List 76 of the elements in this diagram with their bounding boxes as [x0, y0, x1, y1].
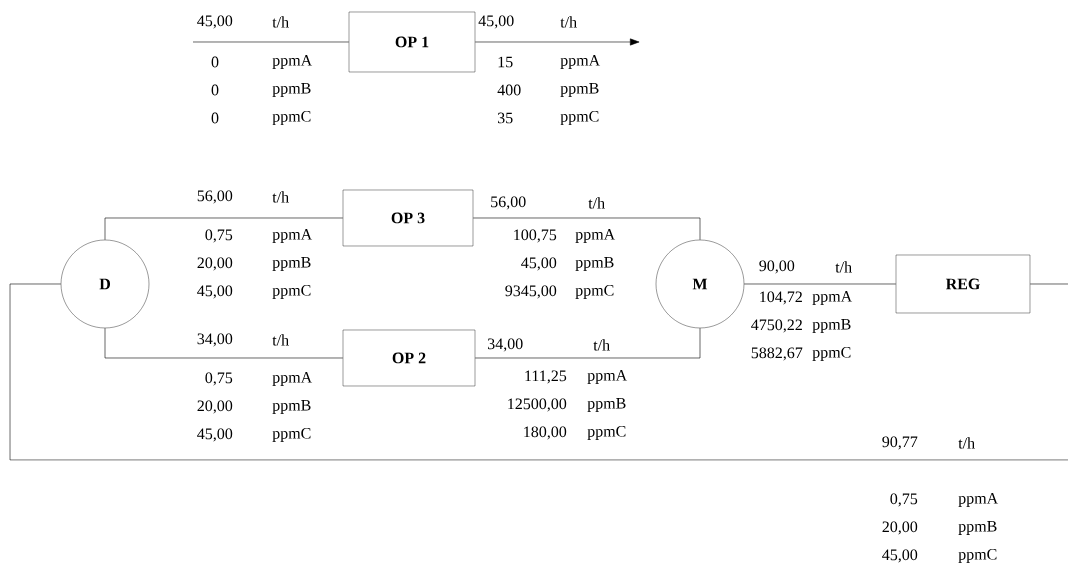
- stream-value: 20,00: [197, 257, 233, 271]
- stream-value: 0,75: [890, 493, 918, 507]
- stream-value: 180,00: [524, 426, 567, 440]
- stream-value: 34,00: [488, 338, 523, 352]
- stream-value: 90,00: [759, 260, 795, 274]
- stream-value: ppmC: [812, 347, 851, 361]
- stream-value: 90,77: [882, 436, 918, 450]
- stream-value: 0,75: [205, 229, 233, 243]
- stream-value: ppmC: [560, 111, 599, 125]
- stream-value: 45,00: [197, 285, 233, 299]
- stream-value: 35: [498, 112, 513, 124]
- stream-value: ppmA: [272, 372, 313, 386]
- stream-value: ppmB: [272, 257, 311, 271]
- pipe-line: [743, 283, 897, 285]
- pipe-line: [104, 217, 344, 241]
- stream-value: t/h: [835, 261, 852, 273]
- stream-value: 15: [498, 56, 513, 68]
- stream-value: t/h: [272, 191, 289, 203]
- stream-value: ppmB: [575, 257, 614, 271]
- pipe-line: [9, 283, 1068, 461]
- stream-value: 20,00: [197, 400, 233, 414]
- stream-value: 400: [497, 84, 521, 96]
- stream-value: t/h: [588, 197, 605, 209]
- process-box: OP 1: [348, 11, 476, 73]
- stream-value: ppmC: [958, 549, 997, 563]
- stream-value: 111,25: [525, 370, 567, 384]
- pipe-line: [474, 38, 640, 46]
- stream-value: ppmA: [575, 229, 616, 243]
- stream-value: ppmA: [958, 493, 999, 507]
- stream-value: ppmA: [560, 55, 601, 69]
- stream-value: 0: [211, 112, 219, 124]
- stream-value: 9345,00: [505, 285, 557, 299]
- process-box: OP 2: [342, 329, 476, 387]
- stream-value: 45,00: [882, 549, 918, 563]
- pipe-line: [104, 327, 344, 359]
- stream-value: ppmA: [812, 291, 853, 305]
- stream-value: 45,00: [197, 15, 233, 29]
- process-box: REG: [895, 254, 1031, 314]
- stream-value: 45,00: [478, 15, 514, 29]
- stream-value: 104,72: [760, 291, 802, 305]
- stream-value: t/h: [958, 437, 975, 449]
- stream-value: ppmB: [587, 398, 626, 412]
- stream-value: 4750,22: [751, 319, 802, 333]
- stream-value: 34,00: [197, 333, 233, 347]
- stream-value: 100,75: [514, 229, 557, 243]
- stream-value: ppmA: [272, 229, 313, 243]
- stream-value: t/h: [560, 16, 577, 28]
- stream-value: ppmC: [575, 285, 614, 299]
- stream-value: ppmB: [272, 400, 311, 414]
- stream-value: ppmB: [958, 521, 997, 535]
- stream-value: 0: [211, 56, 219, 68]
- stream-value: ppmA: [587, 370, 628, 384]
- stream-value: 20,00: [882, 521, 918, 535]
- stream-value: 45,00: [197, 428, 233, 442]
- stream-value: 5882,67: [751, 347, 803, 361]
- stream-value: t/h: [272, 334, 289, 346]
- stream-value: ppmC: [272, 285, 311, 299]
- stream-value: 56,00: [491, 196, 526, 210]
- stream-value: 0: [211, 84, 219, 96]
- pipe-line: [192, 41, 350, 43]
- stream-value: ppmB: [812, 319, 851, 333]
- stream-value: ppmC: [587, 426, 626, 440]
- stream-value: ppmC: [272, 428, 311, 442]
- process-box: OP 3: [342, 189, 474, 247]
- stream-value: t/h: [272, 16, 289, 28]
- stream-value: 0,75: [205, 372, 233, 386]
- stream-value: ppmB: [272, 83, 311, 97]
- stream-value: 56,00: [197, 190, 233, 204]
- stream-value: ppmC: [272, 111, 311, 125]
- pipe-line: [474, 327, 701, 359]
- pipe-line: [472, 217, 701, 241]
- stream-value: 45,00: [521, 257, 557, 271]
- stream-value: ppmA: [272, 55, 313, 69]
- stream-value: 12500,00: [508, 398, 567, 412]
- stream-value: t/h: [593, 339, 610, 351]
- stream-value: ppmB: [560, 83, 599, 97]
